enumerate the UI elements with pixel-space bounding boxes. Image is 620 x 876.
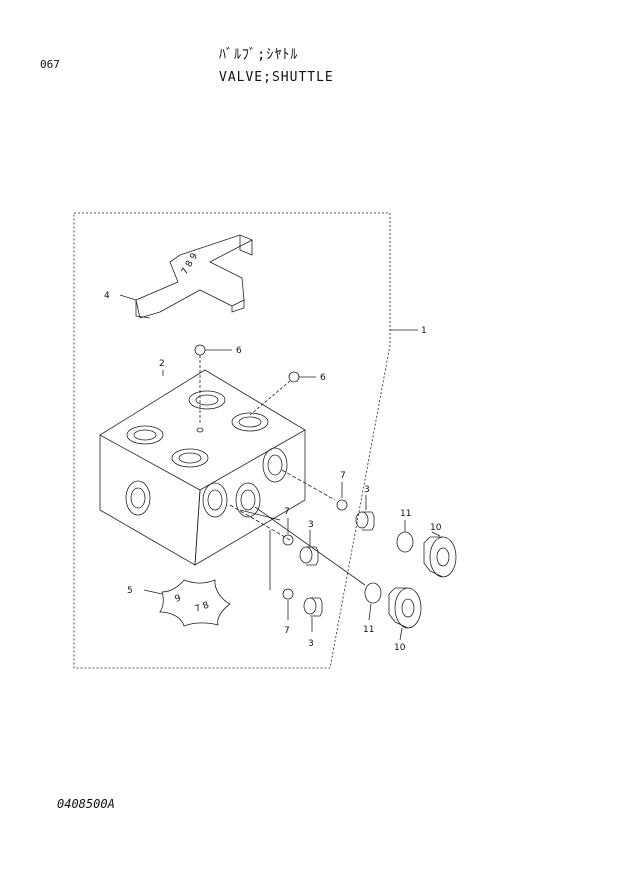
page-number: 067 (40, 58, 60, 71)
callout-7-lower: 7 (284, 626, 290, 636)
title-japanese: ﾊﾞﾙﾌﾞ;ｼﾔﾄﾙ (219, 47, 299, 63)
callout-3-lower: 3 (308, 639, 314, 649)
bracket-plate-part: 7 8 9 (135, 234, 253, 319)
drawing-code: 0408500A (57, 797, 115, 811)
leader-4 (119, 294, 137, 301)
callout-2: 2 (159, 359, 165, 369)
check-ball-part (282, 588, 294, 600)
callout-4: 4 (104, 291, 110, 301)
callout-7-upper: 7 (340, 471, 346, 481)
o-ring-part (396, 531, 414, 553)
callout-3-upper: 3 (364, 485, 370, 495)
callout-11-lower: 11 (363, 625, 374, 635)
threaded-plug-part (388, 587, 422, 629)
leader-5 (143, 589, 163, 595)
valve-seat-part (355, 511, 375, 531)
callout-10-lower: 10 (394, 643, 406, 653)
svg-text:7 8: 7 8 (194, 600, 211, 614)
callout-1: 1 (421, 326, 427, 336)
callout-11-upper: 11 (400, 509, 411, 519)
valve-block-part (99, 369, 306, 566)
valve-seat-part (299, 546, 319, 566)
plug-ball-part (288, 371, 300, 383)
callout-6-right: 6 (320, 373, 326, 383)
callout-7-middle: 7 (284, 507, 290, 517)
assembly-boundary (73, 212, 391, 669)
callout-10-upper: 10 (430, 523, 442, 533)
check-ball-part (282, 534, 294, 546)
svg-text:7 8 9: 7 8 9 (180, 251, 200, 276)
plug-ball-part (194, 344, 206, 356)
valve-seat-part (303, 597, 323, 617)
o-ring-part (364, 582, 382, 604)
callout-3-middle: 3 (308, 520, 314, 530)
threaded-plug-part (423, 536, 457, 578)
callout-6-upper: 6 (236, 346, 242, 356)
title-english: VALVE;SHUTTLE (219, 70, 334, 85)
callout-5: 5 (127, 586, 133, 596)
label-plate-part: 9 7 8 (159, 579, 231, 627)
check-ball-part (336, 499, 348, 511)
svg-text:9: 9 (174, 593, 183, 604)
